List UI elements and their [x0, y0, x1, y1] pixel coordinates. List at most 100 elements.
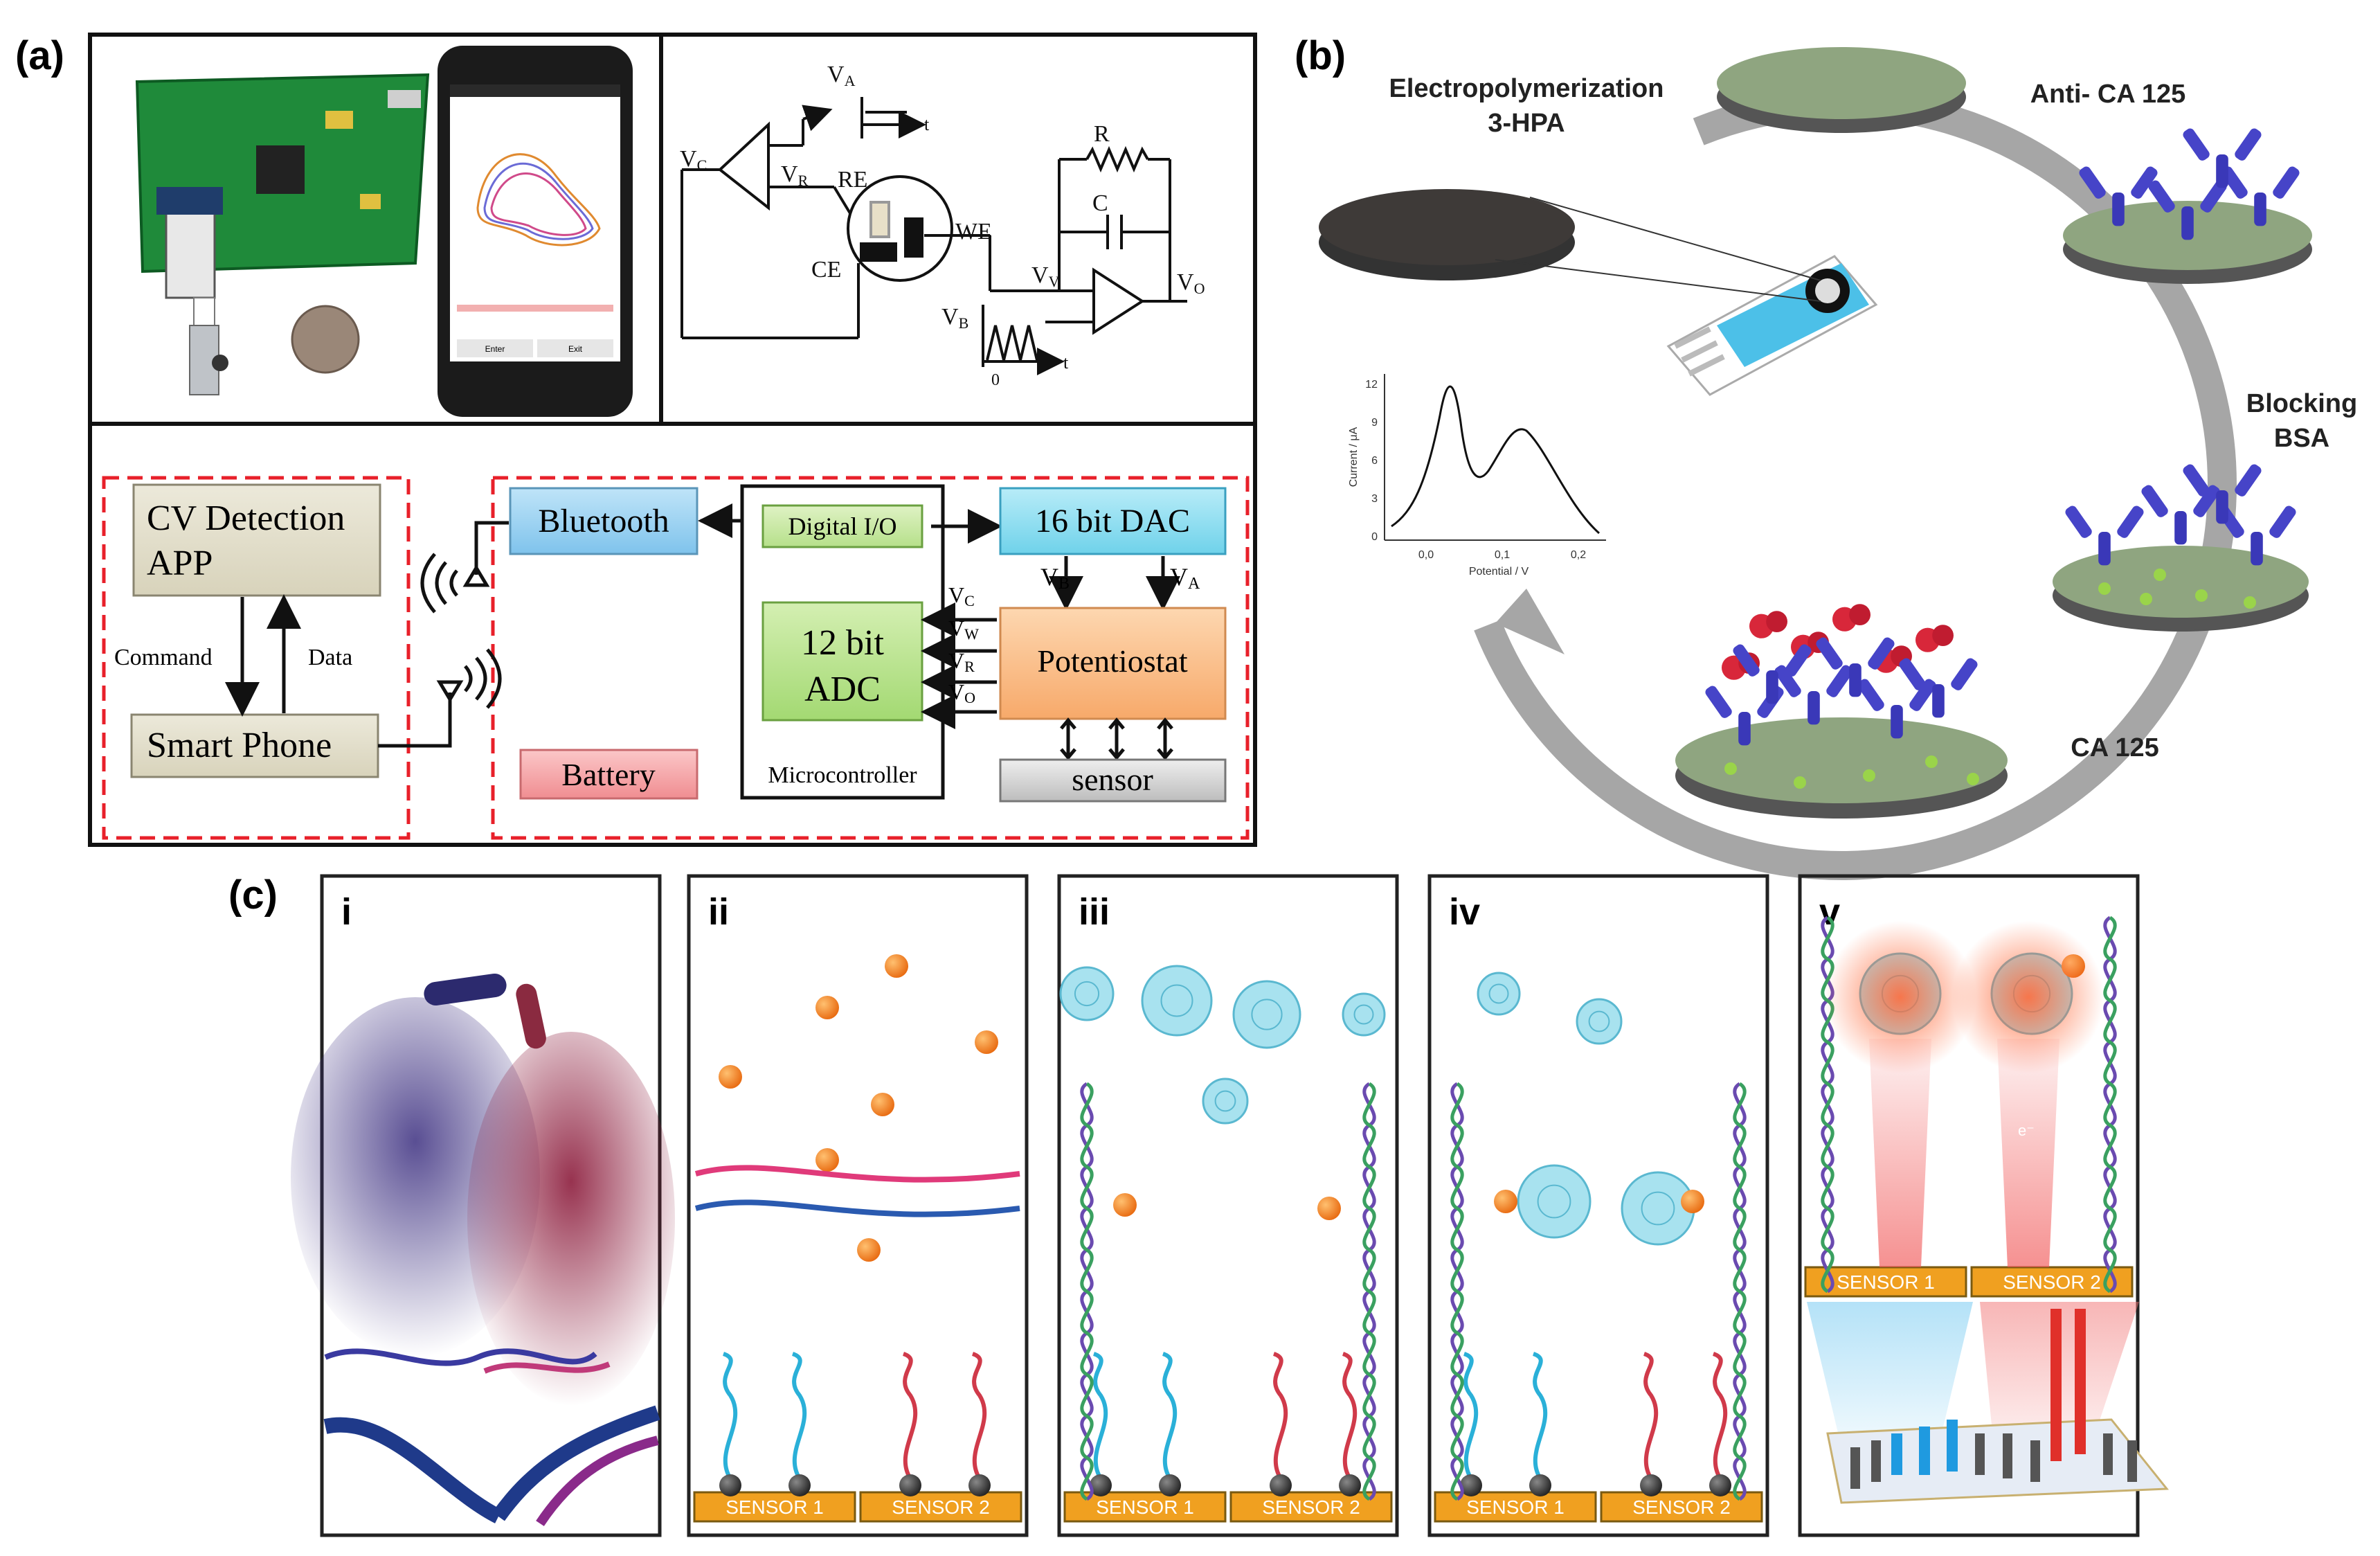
label-bead	[815, 1148, 839, 1172]
electron-label-1: e⁻	[1928, 1122, 1945, 1139]
panel-b: 12 9 6 3 0 0,0 0,1 0,2 Potential / V Cur…	[1319, 47, 2357, 880]
cycle-arrow-head	[1495, 589, 1565, 654]
probe-strand	[1712, 1352, 1728, 1480]
target-strand	[1733, 1082, 1747, 1501]
anchor-bead	[719, 1474, 741, 1496]
antibody-icon	[1733, 644, 1812, 704]
cv-app-line1: CV Detection	[147, 499, 345, 538]
label-blocking: Blocking	[2246, 389, 2357, 418]
plot-ytick-9: 9	[1371, 417, 1378, 429]
bsa-icon	[2195, 589, 2208, 602]
sensor-2-strip: SENSOR 2	[859, 1491, 1022, 1523]
label-bead	[857, 1238, 881, 1262]
bsa-icon	[2140, 593, 2152, 605]
bsa-icon	[1863, 769, 1875, 782]
panel-a-label: (a)	[15, 33, 64, 78]
circuit-re: RE	[838, 167, 867, 193]
smartphone-photo: Enter Exit	[438, 46, 633, 417]
dac-box	[999, 487, 1227, 555]
label-bead	[975, 1030, 998, 1054]
duplex-strand	[694, 1199, 1020, 1217]
probe-strand	[902, 1352, 918, 1480]
block-vc: VC	[948, 582, 975, 609]
disk-electropolymerization	[1319, 189, 1575, 280]
disk-blocking	[2053, 546, 2309, 632]
block-vo: VO	[948, 679, 975, 706]
circuit-va: VA	[827, 62, 856, 89]
anchor-bead	[1090, 1474, 1112, 1496]
sensor-1-strip: SENSOR 1	[693, 1491, 856, 1523]
microcontroller-label: Microcontroller	[768, 762, 917, 788]
adc-line1: 12 bit	[801, 623, 884, 663]
screen-printed-electrode	[1495, 197, 1878, 396]
battery-label: Battery	[561, 757, 655, 792]
probe-strand	[791, 1352, 807, 1480]
antibody-icon	[1899, 658, 1978, 718]
circuit-labels: VA VC VR RE WE CE VV VB VO R C t t 0	[680, 62, 1205, 389]
label-bead	[1317, 1197, 1341, 1220]
plot-xtick-01: 0,1	[1495, 549, 1510, 561]
antenna-icons	[378, 521, 509, 748]
circuit-r: R	[1094, 121, 1110, 147]
panel-a-frame	[88, 33, 1257, 847]
circuit-vv: VV	[1031, 262, 1060, 290]
cv-app-box	[132, 483, 381, 597]
circuit-vb: VB	[941, 304, 968, 332]
probe-strand	[1162, 1352, 1178, 1480]
anchor-bead	[1159, 1474, 1181, 1496]
label-anti-ca125: Anti- CA 125	[2030, 80, 2186, 109]
potentiostat-box	[999, 607, 1227, 720]
anchor-bead	[1709, 1474, 1731, 1496]
antibody-icon	[2148, 180, 2227, 240]
anchor-bead	[1270, 1474, 1292, 1496]
fullerene-icon	[1517, 1164, 1592, 1239]
label-bead	[871, 1093, 894, 1116]
circuit-t1: t	[924, 114, 930, 134]
subpanel-i-art	[291, 974, 675, 1526]
adc-box	[761, 601, 923, 722]
disk-top	[1717, 47, 1966, 133]
subpanel-label: i	[341, 891, 352, 933]
plot-ytick-6: 6	[1371, 455, 1378, 467]
antibody-icon	[1816, 637, 1895, 697]
anchor-bead	[1339, 1474, 1361, 1496]
probe-strand	[1272, 1352, 1288, 1480]
fullerene-icon	[1342, 992, 1386, 1037]
plot-ytick-0: 0	[1371, 531, 1378, 543]
fullerene-icon	[1232, 980, 1301, 1049]
phone-enter-label: Enter	[485, 344, 505, 354]
subpanel-label: ii	[708, 891, 729, 933]
probe-strand	[1643, 1352, 1659, 1480]
anchor-bead	[1460, 1474, 1482, 1496]
antibody-icon	[2065, 506, 2144, 566]
target-strand	[1362, 1082, 1376, 1501]
probe-strand	[971, 1352, 987, 1480]
antigen-icon	[1832, 604, 1871, 632]
block-va: VA	[1170, 563, 1200, 593]
sensor-2-label: SENSOR 2	[1632, 1496, 1731, 1518]
target-strand	[1450, 1082, 1464, 1501]
subpanel-v-art: e⁻ e⁻	[1807, 921, 2170, 1504]
block-diagram: CV Detection APP Smart Phone Command Dat…	[102, 476, 1250, 840]
bluetooth-label: Bluetooth	[538, 503, 669, 539]
antibody-icon	[2141, 485, 2220, 545]
label-bead	[719, 1065, 742, 1089]
label-ca125: CA 125	[2071, 733, 2158, 762]
cv-app-line2: APP	[147, 544, 213, 583]
anchor-bead	[788, 1474, 811, 1496]
bsa-icon	[1794, 776, 1806, 789]
smart-phone-label: Smart Phone	[147, 726, 332, 765]
bsa-icon	[2154, 569, 2166, 581]
antibody-icon	[2183, 128, 2262, 188]
label-bead	[1681, 1190, 1704, 1213]
subpanel-label: iii	[1079, 891, 1110, 933]
potentiostat-circuit	[680, 97, 1187, 375]
probe-strand	[1342, 1352, 1358, 1480]
label-bead	[1113, 1193, 1137, 1217]
fullerene-icon	[1477, 972, 1521, 1016]
antibody-icon	[2183, 464, 2262, 524]
